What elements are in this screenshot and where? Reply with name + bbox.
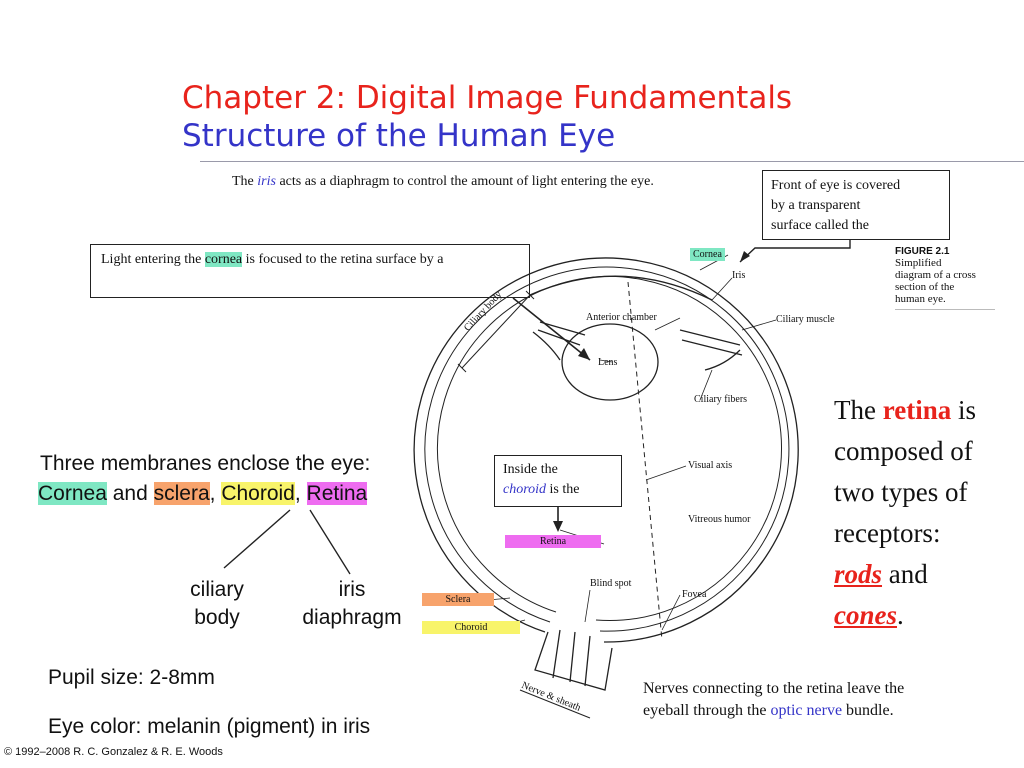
label-sclera: Sclera <box>422 593 494 606</box>
retina-text-l2: composed of <box>834 436 973 466</box>
ciliary-fibers-right <box>704 349 741 371</box>
retina-outline <box>436 276 782 622</box>
label-iris: Iris <box>732 270 746 281</box>
membranes-and: and <box>106 482 154 505</box>
membranes-comma1: , <box>209 482 222 505</box>
iris-note-pre: The <box>232 174 258 189</box>
nerves-optic-nerve: optic nerve <box>770 702 843 719</box>
page-title: Chapter 2: Digital Image Fundamentals <box>182 80 793 116</box>
pupil-size-text: Pupil size: 2-8mm <box>48 666 215 689</box>
ciliary-body-line2: body <box>194 606 240 629</box>
choroid-arrowhead <box>553 521 563 532</box>
page-subtitle: Structure of the Human Eye <box>182 118 616 154</box>
membranes-heading: Three membranes enclose the eye: <box>40 452 371 475</box>
label-retina: Retina <box>505 535 601 548</box>
choroid-callout-line1: Inside the <box>503 462 558 477</box>
figure-caption-line3: section of the <box>895 281 955 293</box>
cornea-callout-line2: by a transparent <box>771 198 861 213</box>
choroid-callout-post: is the <box>546 482 580 497</box>
iris-right <box>679 329 743 356</box>
choroid-callout-box: Inside the choroid is the <box>494 455 622 507</box>
cornea-callout-box: Front of eye is covered by a transparent… <box>762 170 950 240</box>
membrane-tree-left-line <box>223 509 291 569</box>
retina-text-l1c: is <box>951 395 976 425</box>
sclera-outline <box>413 257 799 643</box>
figure-caption-line4: human eye. <box>895 293 946 305</box>
ciliary-body-scale <box>461 294 531 369</box>
iris-note-iris: iris <box>257 174 276 189</box>
cornea-arrowhead <box>740 251 750 262</box>
lens-callout-arrow <box>512 297 591 361</box>
copyright-footer: © 1992–2008 R. C. Gonzalez & R. E. Woods <box>4 746 223 758</box>
cornea-outline <box>529 275 713 301</box>
label-visual-axis: Visual axis <box>688 460 733 471</box>
retina-text-cones: cones <box>834 600 897 630</box>
ciliary-body-left <box>532 331 561 361</box>
nerves-line1: Nerves connecting to the retina leave th… <box>643 680 905 697</box>
eye-color-text: Eye color: melanin (pigment) in iris <box>48 715 371 738</box>
lens-arrowhead <box>578 348 590 360</box>
optic-nerve-fibers <box>552 629 591 687</box>
label-anterior-chamber: Anterior chamber <box>586 312 657 323</box>
iris-note: The iris acts as a diaphragm to control … <box>232 174 654 190</box>
lens-callout-pre: Light entering the <box>101 252 205 267</box>
label-vitreous-humor: Vitreous humor <box>688 514 751 525</box>
cornea-callout-line1: Front of eye is covered <box>771 178 901 193</box>
membrane-cornea: Cornea <box>38 482 107 505</box>
visual-axis-line <box>627 281 663 641</box>
retina-text-l6b: . <box>897 600 904 630</box>
nerves-post2: bundle. <box>842 702 894 719</box>
lens-shape <box>561 323 659 401</box>
retina-text-l4: receptors: <box>834 518 941 548</box>
retina-description: The retina is composed of two types of r… <box>834 390 976 636</box>
ciliary-body-text: ciliary body <box>184 576 250 632</box>
label-ciliary-muscle: Ciliary muscle <box>776 314 835 325</box>
iris-diaphragm-line2: diaphragm <box>302 606 402 629</box>
label-blind-spot: Blind spot <box>590 578 632 589</box>
iris-diaphragm-text: iris diaphragm <box>292 576 412 632</box>
membrane-retina: Retina <box>306 482 368 505</box>
membranes-comma2: , <box>294 482 307 505</box>
figure-caption-line2: diagram of a cross <box>895 269 976 281</box>
nerves-pre2: eyeball through the <box>643 702 771 719</box>
retina-text-rods: rods <box>834 559 883 589</box>
nerve-sheath-scale <box>519 689 591 719</box>
membranes-list: Cornea and sclera, Choroid, Retina <box>38 482 368 506</box>
label-choroid: Choroid <box>422 621 520 634</box>
retina-text-retina: retina <box>882 395 952 425</box>
label-fovea: Fovea <box>682 589 707 600</box>
figure-caption-line1: Simplified <box>895 257 942 269</box>
label-cornea: Cornea <box>690 248 725 261</box>
figure-caption: FIGURE 2.1 Simplified diagram of a cross… <box>895 246 995 310</box>
cornea-callout-line3: surface called the <box>771 218 869 233</box>
lens-callout-box: Light entering the cornea is focused to … <box>90 244 530 298</box>
membrane-choroid: Choroid <box>221 482 295 505</box>
lens-callout-post: is focused to the retina surface by a <box>242 252 444 267</box>
membrane-sclera: sclera <box>153 482 210 505</box>
title-divider <box>200 161 1024 162</box>
label-ciliary-fibers: Ciliary fibers <box>694 394 748 405</box>
lens-callout-cornea: cornea <box>204 252 243 267</box>
iris-note-post: acts as a diaphragm to control the amoun… <box>275 174 654 189</box>
choroid-callout-choroid: choroid <box>503 482 547 497</box>
retina-text-l1a: The <box>834 395 883 425</box>
membrane-tree-right-line <box>309 509 351 575</box>
iris-left <box>537 321 586 346</box>
figure-caption-label: FIGURE 2.1 <box>895 246 950 257</box>
ciliary-body-line1: ciliary <box>190 578 244 601</box>
retina-text-l3: two types of <box>834 477 968 507</box>
label-lens: Lens <box>598 357 618 368</box>
retina-text-l5b: and <box>882 559 928 589</box>
iris-diaphragm-line1: iris <box>338 578 366 601</box>
cornea-callout-arrow <box>739 240 851 263</box>
choroid-outline <box>424 266 790 632</box>
nerves-text: Nerves connecting to the retina leave th… <box>643 678 904 722</box>
